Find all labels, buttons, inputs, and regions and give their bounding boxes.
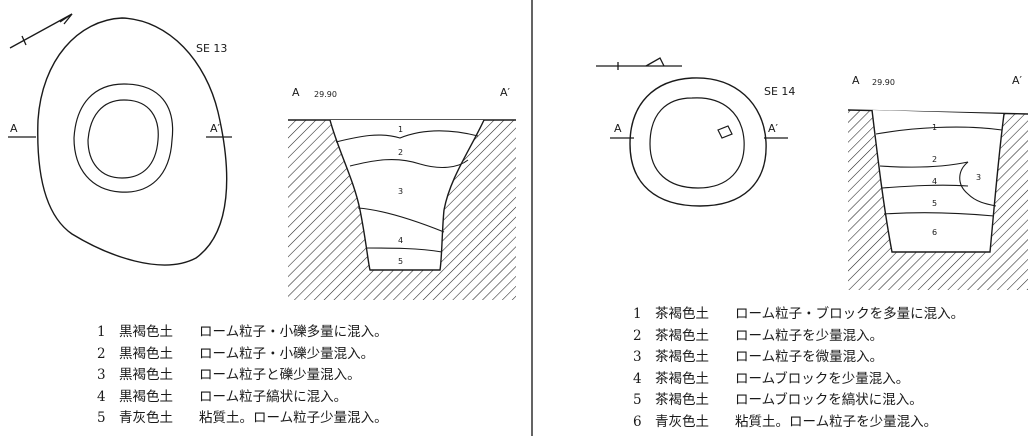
legend-row: 3 茶褐色土 ローム粒子を微量混入。 xyxy=(633,347,964,369)
legend-number: 4 xyxy=(633,370,642,387)
se13-layer-label-5: 5 xyxy=(398,257,403,266)
legend-row: 2 茶褐色土 ローム粒子を少量混入。 xyxy=(633,326,964,348)
legend-description: ローム粒子・ブロックを多量に混入。 xyxy=(735,306,965,322)
legend-number: 1 xyxy=(633,306,642,322)
legend-description: ローム粒子・小礫多量に混入。 xyxy=(199,324,388,340)
se14-plan-label-a-prime: A′ xyxy=(768,122,779,135)
legend-number: 3 xyxy=(633,349,642,366)
legend-soil-type: 黒褐色土 xyxy=(119,324,173,340)
se14-layer-label-6: 6 xyxy=(932,228,937,237)
legend-soil-type: 黒褐色土 xyxy=(119,367,173,384)
legend-soil-type: 茶褐色土 xyxy=(655,349,709,366)
se13-layer-label-1: 1 xyxy=(398,125,403,134)
legend-soil-type: 茶褐色土 xyxy=(655,327,709,344)
se13-plan-label-a-prime: A′ xyxy=(210,122,221,135)
legend-description: 粘質土。ローム粒子を少量混入。 xyxy=(735,413,938,430)
legend-description: ローム粒子と礫少量混入。 xyxy=(199,367,361,384)
legend-row: 1 茶褐色土 ローム粒子・ブロックを多量に混入。 xyxy=(633,304,964,326)
legend-soil-type: 茶褐色土 xyxy=(655,392,709,409)
se13-plan-label-a: A xyxy=(10,122,18,135)
legend-soil-type: 黒褐色土 xyxy=(119,388,173,405)
legend-row: 6 青灰色土 粘質土。ローム粒子を少量混入。 xyxy=(633,412,964,434)
legend-description: ローム粒子を少量混入。 xyxy=(735,327,884,344)
legend-description: ローム粒子を微量混入。 xyxy=(735,349,884,366)
legend-row: 1 黒褐色土 ローム粒子・小礫多量に混入。 xyxy=(97,322,388,344)
legend-soil-type: 青灰色土 xyxy=(655,413,709,430)
legend-row: 4 茶褐色土 ロームブロックを少量混入。 xyxy=(633,369,964,391)
legend-row: 4 黒褐色土 ローム粒子縞状に混入。 xyxy=(97,387,388,409)
se14-section-profile xyxy=(847,109,1029,290)
se14-layer-label-2: 2 xyxy=(932,155,937,164)
se13-section-profile xyxy=(288,119,516,300)
legend-number: 4 xyxy=(97,388,106,405)
legend-number: 5 xyxy=(97,410,106,427)
se14-profile-label-a: A xyxy=(852,74,860,87)
legend-number: 1 xyxy=(97,324,106,340)
legend-number: 5 xyxy=(633,392,642,409)
legend-number: 2 xyxy=(633,327,642,344)
se14-profile-label-a-prime: A′ xyxy=(1012,74,1023,87)
se13-layer-label-2: 2 xyxy=(398,148,403,157)
se13-plan-view xyxy=(37,17,228,266)
se13-profile-label-a: A xyxy=(292,86,300,99)
legend-row: 5 茶褐色土 ロームブロックを縞状に混入。 xyxy=(633,390,964,412)
legend-soil-type: 黒褐色土 xyxy=(119,345,173,362)
se13-north-arrow xyxy=(9,13,73,49)
se13-elevation: 29.90 xyxy=(314,90,337,99)
legend-soil-type: 茶褐色土 xyxy=(655,370,709,387)
legend-number: 3 xyxy=(97,367,106,384)
legend-row: 5 青灰色土 粘質土。ローム粒子少量混入。 xyxy=(97,408,388,430)
se13-layer-label-3: 3 xyxy=(398,187,403,196)
se14-title: SE 14 xyxy=(764,85,795,98)
se13-layer-label-4: 4 xyxy=(398,236,403,245)
se14-elevation: 29.90 xyxy=(872,78,895,87)
se14-north-arrow xyxy=(596,57,682,70)
se14-plan-label-a: A xyxy=(614,122,622,135)
legend-description: ロームブロックを縞状に混入。 xyxy=(735,392,923,409)
se14-layer-label-1: 1 xyxy=(932,123,937,132)
legend-description: ローム粒子縞状に混入。 xyxy=(199,388,348,405)
legend-soil-type: 青灰色土 xyxy=(119,410,173,427)
se13-title: SE 13 xyxy=(196,42,227,55)
se14-ground-hatch xyxy=(848,110,1028,290)
legend-description: ロームブロックを少量混入。 xyxy=(735,370,910,387)
se14-plan-view xyxy=(629,77,767,207)
legend-description: ローム粒子・小礫少量混入。 xyxy=(199,345,375,362)
legend-row: 3 黒褐色土 ローム粒子と礫少量混入。 xyxy=(97,365,388,387)
se14-layer-label-3: 3 xyxy=(976,173,981,182)
se14-layer-label-5: 5 xyxy=(932,199,937,208)
legend-number: 6 xyxy=(633,413,642,430)
se14-layer-label-4: 4 xyxy=(932,177,937,186)
legend-soil-type: 茶褐色土 xyxy=(655,306,709,322)
legend-description: 粘質土。ローム粒子少量混入。 xyxy=(199,410,388,427)
se13-profile-label-a-prime: A′ xyxy=(500,86,511,99)
legend-number: 2 xyxy=(97,345,106,362)
legend-row: 2 黒褐色土 ローム粒子・小礫少量混入。 xyxy=(97,344,388,366)
